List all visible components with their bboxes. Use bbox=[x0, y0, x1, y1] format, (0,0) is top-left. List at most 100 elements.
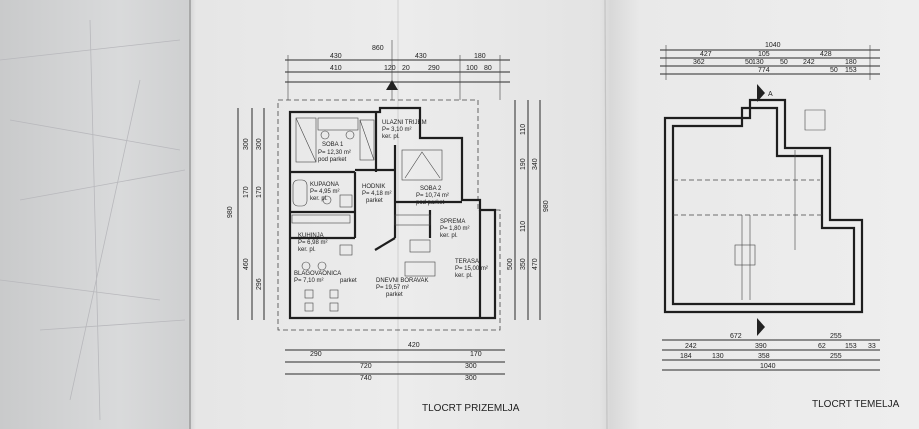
dimension-label: 340 bbox=[532, 158, 539, 170]
dimension-label: 50 bbox=[780, 59, 788, 66]
dimension-label: A bbox=[768, 91, 773, 98]
dimension-label: P= 1,80 m² bbox=[440, 226, 470, 232]
dimension-label: ker. pl. bbox=[310, 196, 328, 202]
dimension-label: 50 bbox=[830, 67, 838, 74]
dimension-label: 1040 bbox=[760, 363, 776, 370]
section-marker-icon bbox=[757, 318, 765, 336]
dimension-label: TERASA bbox=[455, 259, 479, 265]
ground-floor-title: TLOCRT PRIZEMLJA bbox=[422, 403, 520, 414]
dimension-label: 50 bbox=[745, 59, 753, 66]
dimension-label: 130 bbox=[712, 353, 724, 360]
dimension-label: BLAGOVAONICA bbox=[294, 271, 341, 277]
background-page bbox=[0, 0, 608, 429]
right-dimensions: 980 110 190 340 350 470 110 500 bbox=[507, 100, 550, 320]
dimension-label: 255 bbox=[830, 333, 842, 340]
dimension-label: ker. pl. bbox=[440, 233, 458, 239]
dimension-label: 296 bbox=[256, 278, 263, 290]
entrance-arrow-icon bbox=[386, 80, 398, 90]
dimension-label: 427 bbox=[700, 51, 712, 58]
dimension-label: 1040 bbox=[765, 42, 781, 49]
dimension-label: P= 3,10 m² bbox=[382, 127, 412, 133]
dimension-label: P= 7,10 m² bbox=[294, 278, 324, 284]
dimension-label: parket bbox=[366, 198, 383, 204]
dimension-label: 153 bbox=[845, 343, 857, 350]
dimension-label: 130 bbox=[752, 59, 764, 66]
dimension-label: 110 bbox=[520, 221, 527, 232]
dimension-label: ker. pl. bbox=[298, 247, 316, 253]
dimension-label: 300 bbox=[256, 138, 263, 150]
dimension-label: 190 bbox=[520, 158, 527, 170]
dimension-label: 470 bbox=[532, 258, 539, 270]
foundation-bottom-dimensions: 672 255 242 390 62 153 184 130 358 255 1… bbox=[662, 333, 880, 371]
dimension-label: 300 bbox=[465, 375, 477, 382]
dimension-label: P= 12,30 m² bbox=[318, 150, 351, 156]
dimension-label: 110 bbox=[520, 124, 527, 135]
dimension-label: SOBA 2 bbox=[420, 186, 442, 192]
dimension-label: 428 bbox=[820, 51, 832, 58]
dimension-label: 460 bbox=[243, 258, 250, 270]
dimension-label: 170 bbox=[243, 186, 250, 198]
dimension-label: 170 bbox=[256, 186, 263, 198]
dimension-label: 290 bbox=[310, 351, 322, 358]
dimension-label: P= 10,74 m² bbox=[416, 193, 449, 199]
dimension-label: 358 bbox=[758, 353, 770, 360]
dimension-label: pod parket bbox=[318, 157, 347, 163]
dimension-label: 420 bbox=[408, 342, 420, 349]
dimension-label: 430 bbox=[330, 53, 342, 60]
dimension-label: parket bbox=[340, 278, 357, 284]
dimension-label: 105 bbox=[758, 51, 770, 58]
dimension-label: 860 bbox=[372, 45, 384, 52]
dimension-label: ULAZNI TRIJEM bbox=[382, 120, 427, 126]
dimension-label: 740 bbox=[360, 375, 372, 382]
dimension-label: 100 bbox=[466, 65, 478, 72]
dimension-label: 980 bbox=[543, 200, 550, 212]
foundation-title: TLOCRT TEMELJA bbox=[812, 399, 900, 410]
left-dimensions: 980 300 170 460 300 170 296 bbox=[227, 108, 265, 320]
dimension-label: 410 bbox=[330, 65, 342, 72]
dimension-label: 430 bbox=[415, 53, 427, 60]
dimension-label: 774 bbox=[758, 67, 770, 74]
dimension-label: SPREMA bbox=[440, 219, 465, 225]
dimension-label: 980 bbox=[227, 206, 234, 218]
dimension-label: P= 4,95 m² bbox=[310, 189, 340, 195]
dimension-label: 362 bbox=[693, 59, 705, 66]
section-marker-icon bbox=[757, 84, 765, 102]
dimension-label: 180 bbox=[474, 53, 486, 60]
dimension-label: ker. pl. bbox=[455, 273, 473, 279]
dimension-label: SOBA 1 bbox=[322, 142, 344, 148]
dimension-label: 62 bbox=[818, 343, 826, 350]
dimension-label: 242 bbox=[685, 343, 697, 350]
dimension-label: 184 bbox=[680, 353, 692, 360]
dimension-label: KUPAONA bbox=[310, 182, 339, 188]
dimension-label: 720 bbox=[360, 363, 372, 370]
dimension-label: 255 bbox=[830, 353, 842, 360]
top-dimensions: 860 430 430 180 410 120 20 290 100 80 bbox=[285, 40, 510, 100]
dimension-label: KUHINJA bbox=[298, 233, 324, 239]
ground-floor-plan: 860 430 430 180 410 120 20 290 100 80 bbox=[227, 40, 550, 414]
dimension-label: P= 4,18 m² bbox=[362, 191, 392, 197]
dimension-label: parket bbox=[386, 292, 403, 298]
dimension-label: 20 bbox=[402, 65, 410, 72]
room-labels: SOBA 1 P= 12,30 m² pod parket KUPAONA P=… bbox=[294, 120, 488, 298]
dimension-label: 180 bbox=[845, 59, 857, 66]
dimension-label: 390 bbox=[755, 343, 767, 350]
dimension-label: 300 bbox=[465, 363, 477, 370]
dimension-label: P= 6,98 m² bbox=[298, 240, 328, 246]
dimension-label: P= 19,57 m² bbox=[376, 285, 409, 291]
dimension-label: 170 bbox=[470, 351, 482, 358]
dimension-label: 33 bbox=[868, 343, 876, 350]
foundation-top-dimensions: 1040 427 105 428 362 130 242 180 774 153… bbox=[660, 42, 880, 80]
foundation-plan: 1040 427 105 428 362 130 242 180 774 153… bbox=[660, 42, 900, 410]
dimension-label: P= 15,00 m² bbox=[455, 266, 488, 272]
bottom-dimensions: 290 420 170 720 300 740 300 bbox=[285, 342, 505, 382]
dimension-label: pod parket bbox=[416, 200, 445, 206]
dimension-label: 290 bbox=[428, 65, 440, 72]
dimension-label: 153 bbox=[845, 67, 857, 74]
dimension-label: 120 bbox=[384, 65, 396, 72]
dimension-label: 80 bbox=[484, 65, 492, 72]
dimension-label: HODNIK bbox=[362, 184, 385, 190]
dimension-label: DNEVNI BORAVAK bbox=[376, 278, 428, 284]
dimension-label: 300 bbox=[243, 138, 250, 150]
